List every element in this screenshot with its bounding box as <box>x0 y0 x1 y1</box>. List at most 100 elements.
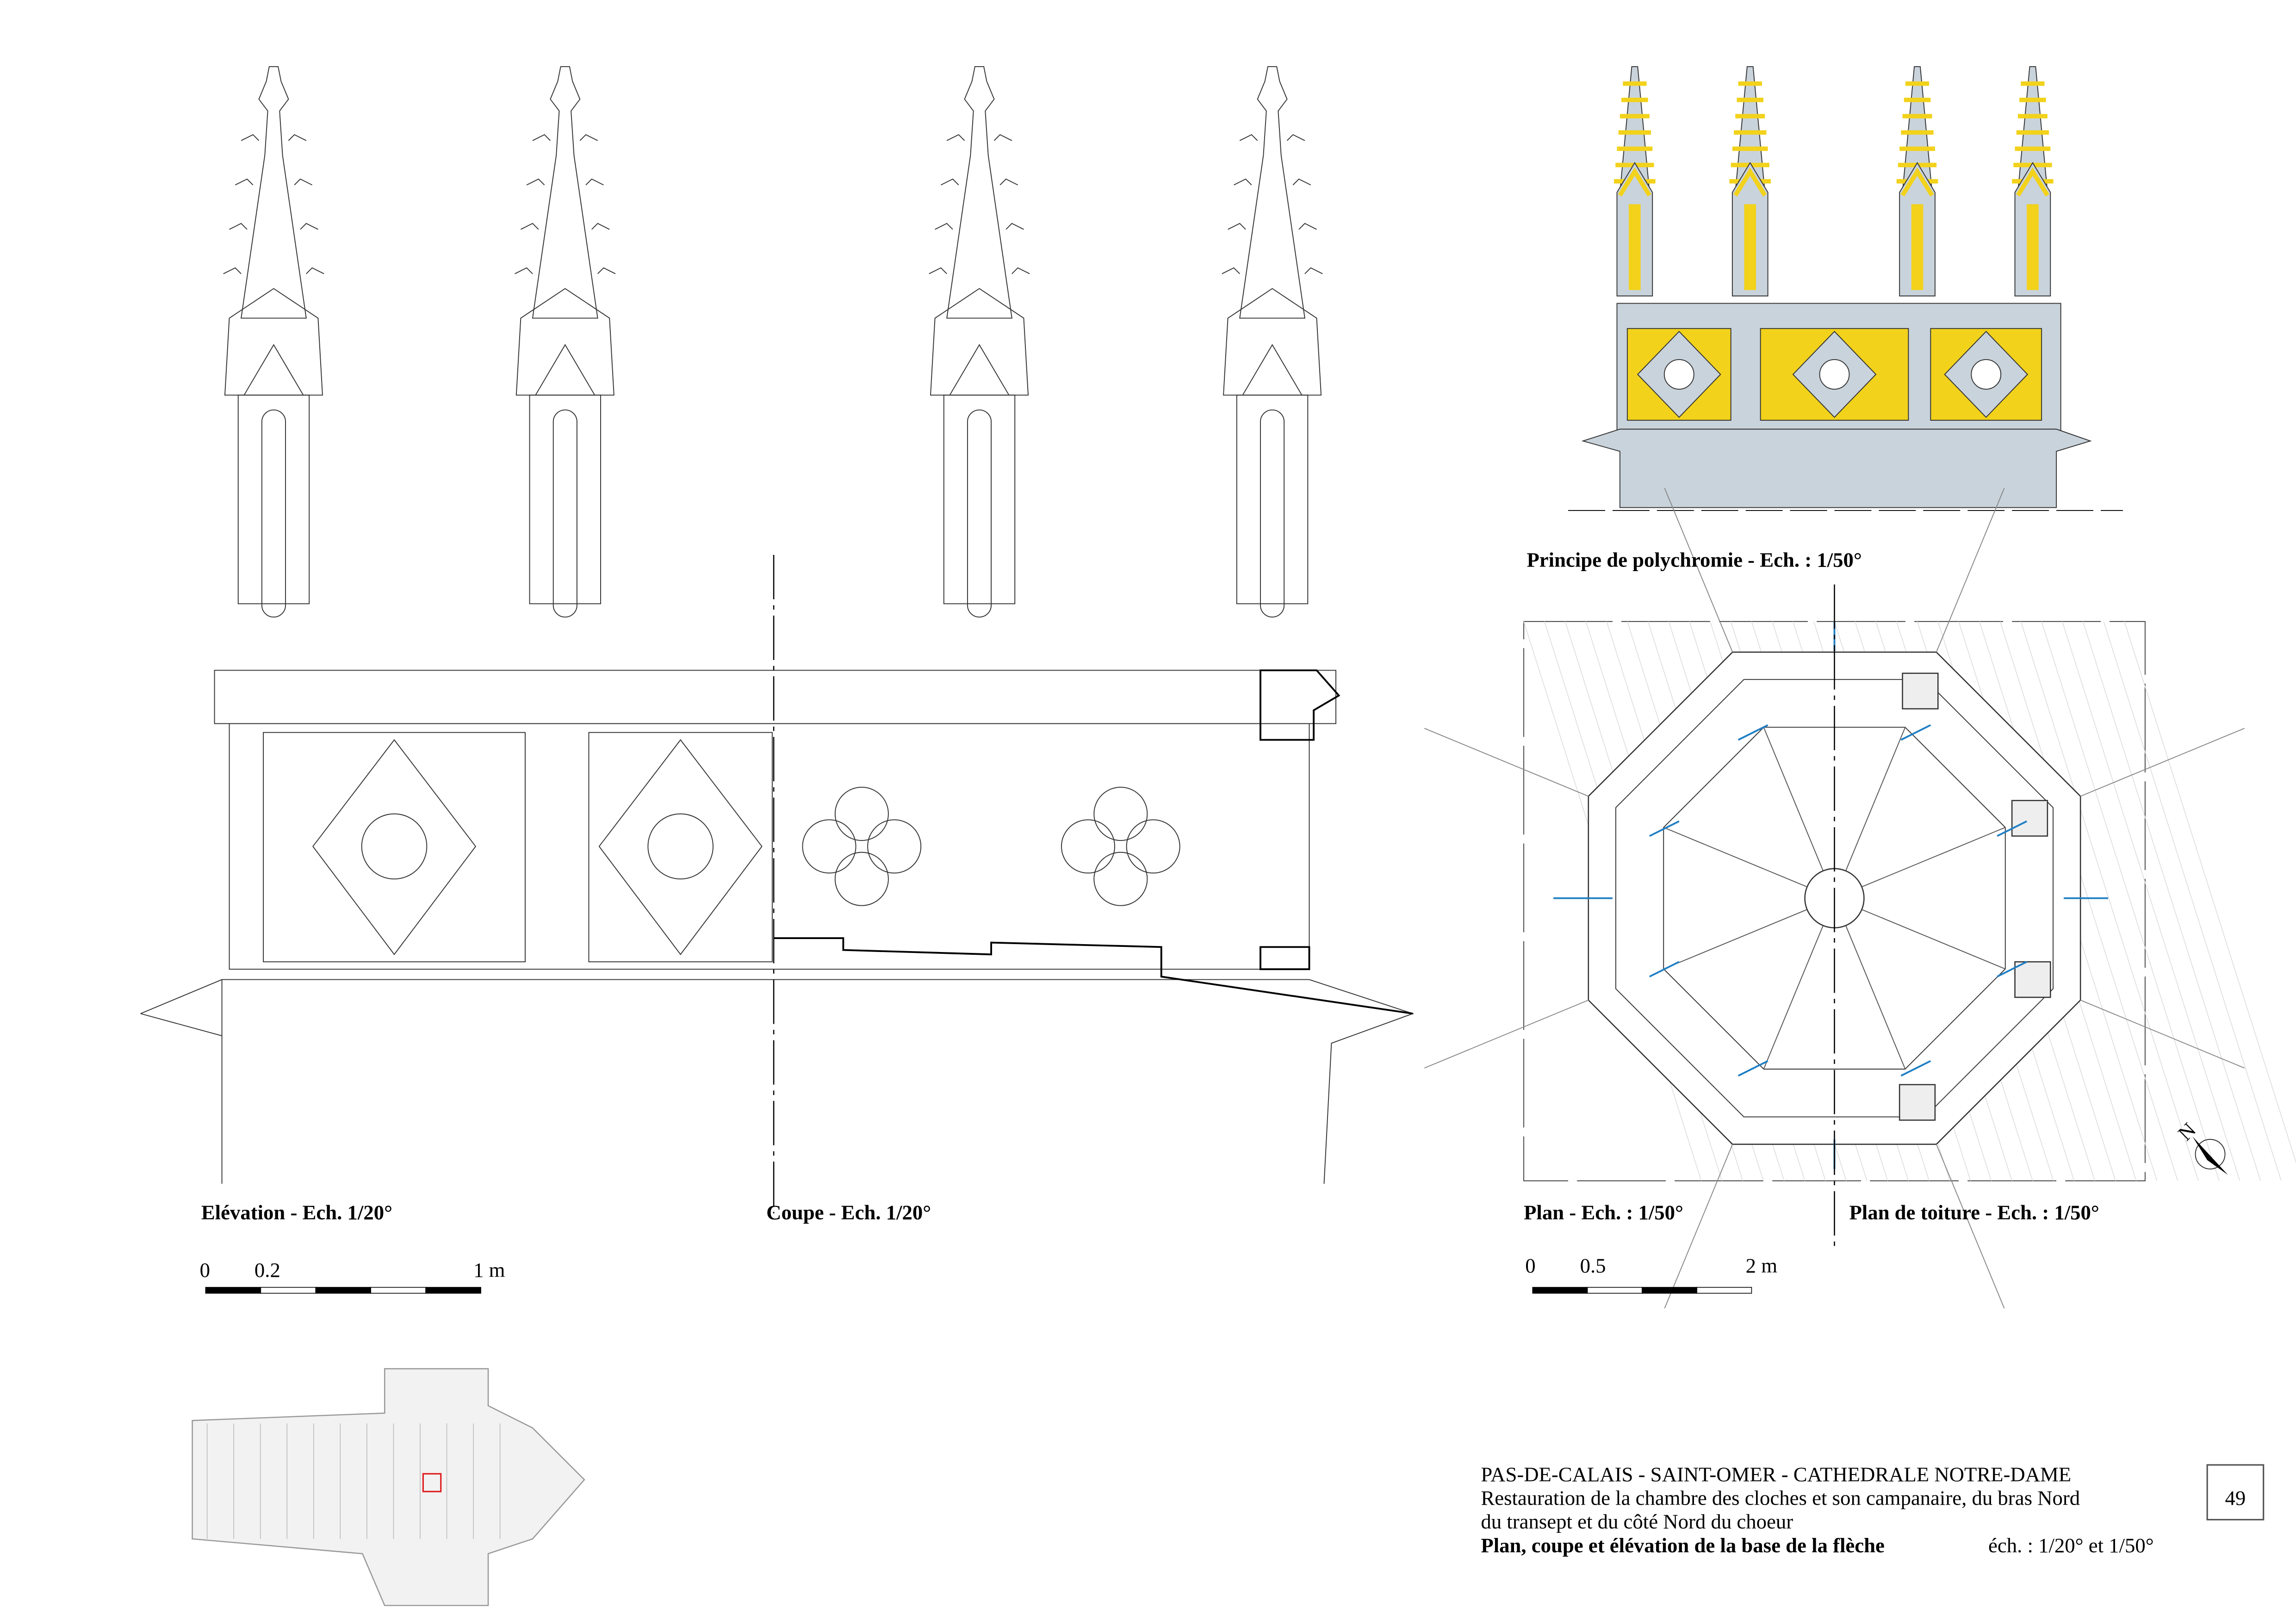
roof-hatch <box>1999 621 2178 1181</box>
roof-plan-title: Plan de toiture - Ech. : 1/50° <box>1849 1201 2099 1224</box>
scale-segment <box>205 1287 261 1294</box>
scale-bar-1-20: 0 0.2 1 m <box>200 1258 505 1294</box>
polychromy-drawing <box>1568 66 2123 511</box>
gilded-gable <box>2016 167 2049 197</box>
gilded-crocket <box>1617 146 1653 151</box>
gable <box>930 288 1029 396</box>
circulation-arrow-icon <box>1649 820 1680 837</box>
quatrefoil <box>361 813 428 880</box>
pinnacle <box>223 66 324 618</box>
roof-hatch <box>2062 621 2240 1181</box>
quatrefoil-lobe <box>834 852 889 906</box>
rafter <box>1763 727 1835 899</box>
title-location: PAS-DE-CALAIS - SAINT-OMER - CATHEDRALE … <box>1481 1462 2071 1486</box>
pinnacle-shaft <box>1236 394 1309 604</box>
gilded-crocket <box>1899 146 1935 151</box>
gilded-crocket <box>1737 98 1764 102</box>
scale-segment <box>1696 1287 1752 1294</box>
pinnacle <box>929 66 1030 618</box>
gilded-crocket <box>1620 114 1650 118</box>
rafter <box>1763 898 1835 1070</box>
crocket <box>1234 178 1311 186</box>
wall-octagon <box>1615 679 2054 1118</box>
roof-hip <box>1664 1144 1733 1309</box>
crocket <box>235 178 313 186</box>
gilded-crocket <box>1738 81 1762 86</box>
crocket <box>229 223 318 230</box>
lancet <box>552 409 577 618</box>
crocket <box>223 267 324 274</box>
scale-segment <box>260 1287 316 1294</box>
spire <box>946 66 1012 319</box>
quatrefoil-lobe <box>1061 819 1116 874</box>
scale-segment <box>425 1287 481 1294</box>
elevation-title: Elévation - Ech. 1/20° <box>201 1201 392 1224</box>
circulation-arrow-icon <box>1738 724 1769 741</box>
scale-segment <box>370 1287 426 1294</box>
roof-hip <box>1936 488 2005 653</box>
cornice <box>214 670 1336 724</box>
circulation-arrow-icon <box>1997 961 2027 977</box>
scale-label: 0.2 <box>254 1258 280 1282</box>
gilded-lancet <box>2027 204 2039 290</box>
crocket <box>1222 267 1323 274</box>
crocket <box>532 134 598 141</box>
crocket <box>935 223 1024 230</box>
cathedral-outline <box>192 1368 585 1606</box>
crocket <box>946 134 1012 141</box>
polychromy-title: Principe de polychromie - Ech. : 1/50° <box>1527 548 1862 572</box>
gilded-crocket <box>1902 114 1932 118</box>
pinnacle <box>1222 66 1323 618</box>
gilded-crocket <box>1905 81 1930 86</box>
inner-octagon <box>1663 727 2006 1070</box>
gilded-crocket <box>1621 98 1648 102</box>
cathedral-key-plan <box>192 1368 585 1606</box>
lancet <box>1260 409 1285 618</box>
section-cornice <box>1260 669 1340 971</box>
gilded-crocket <box>2017 114 2048 118</box>
roof-hip <box>1424 728 1589 797</box>
gilded-crocket <box>2021 81 2045 86</box>
rafter <box>1834 897 2006 970</box>
circulation-arrow-icon <box>1900 724 1931 741</box>
gable-inner <box>1242 344 1303 396</box>
scale-segment <box>315 1287 372 1294</box>
gilded-crocket <box>1735 114 1765 118</box>
crocket <box>1228 223 1317 230</box>
crocket <box>520 223 610 230</box>
roof-hatch <box>2103 621 2282 1181</box>
section-title: Coupe - Ech. 1/20° <box>766 1201 931 1224</box>
rafter <box>1663 897 1835 970</box>
quatrefoil-lobe <box>1093 786 1148 841</box>
quatrefoil <box>647 813 714 880</box>
pinnacle-base <box>2011 800 2048 837</box>
roof-hatch <box>2041 621 2220 1181</box>
title-block: PAS-DE-CALAIS - SAINT-OMER - CATHEDRALE … <box>1481 1462 2265 1557</box>
circulation-arrow-icon <box>1649 961 1680 977</box>
scale-segment <box>1642 1287 1697 1294</box>
scale-label: 0 <box>200 1258 210 1282</box>
rafter <box>1663 827 1835 899</box>
quatrefoil-lobe <box>1126 819 1180 874</box>
roof-hatch <box>2082 621 2261 1181</box>
panel <box>588 732 773 963</box>
plan-title: Plan - Ech. : 1/50° <box>1524 1201 1683 1224</box>
pinnacle-shaft <box>237 394 310 604</box>
title-project-cont: du transept et du côté Nord du choeur <box>1481 1510 1793 1533</box>
section-cut-line <box>774 937 1413 1015</box>
gilded-crocket <box>2019 98 2046 102</box>
plan-drawing <box>1424 488 2296 1309</box>
north-arrow-icon: N <box>2173 1118 2228 1175</box>
scale-segment <box>1587 1287 1643 1294</box>
gilded-gable <box>1733 167 1767 197</box>
lancet <box>261 409 286 618</box>
rafter <box>1834 727 1906 899</box>
gilded-lancet <box>1911 204 1924 290</box>
roof-hip <box>1424 1000 1589 1069</box>
gable <box>515 288 614 396</box>
gilded-crocket <box>2016 130 2049 135</box>
circulation-arrow-icon <box>1900 1060 1931 1077</box>
gilded-crocket <box>1904 98 1931 102</box>
roof-hatch <box>2124 621 2296 1164</box>
elevation-drawing <box>140 66 1415 1213</box>
